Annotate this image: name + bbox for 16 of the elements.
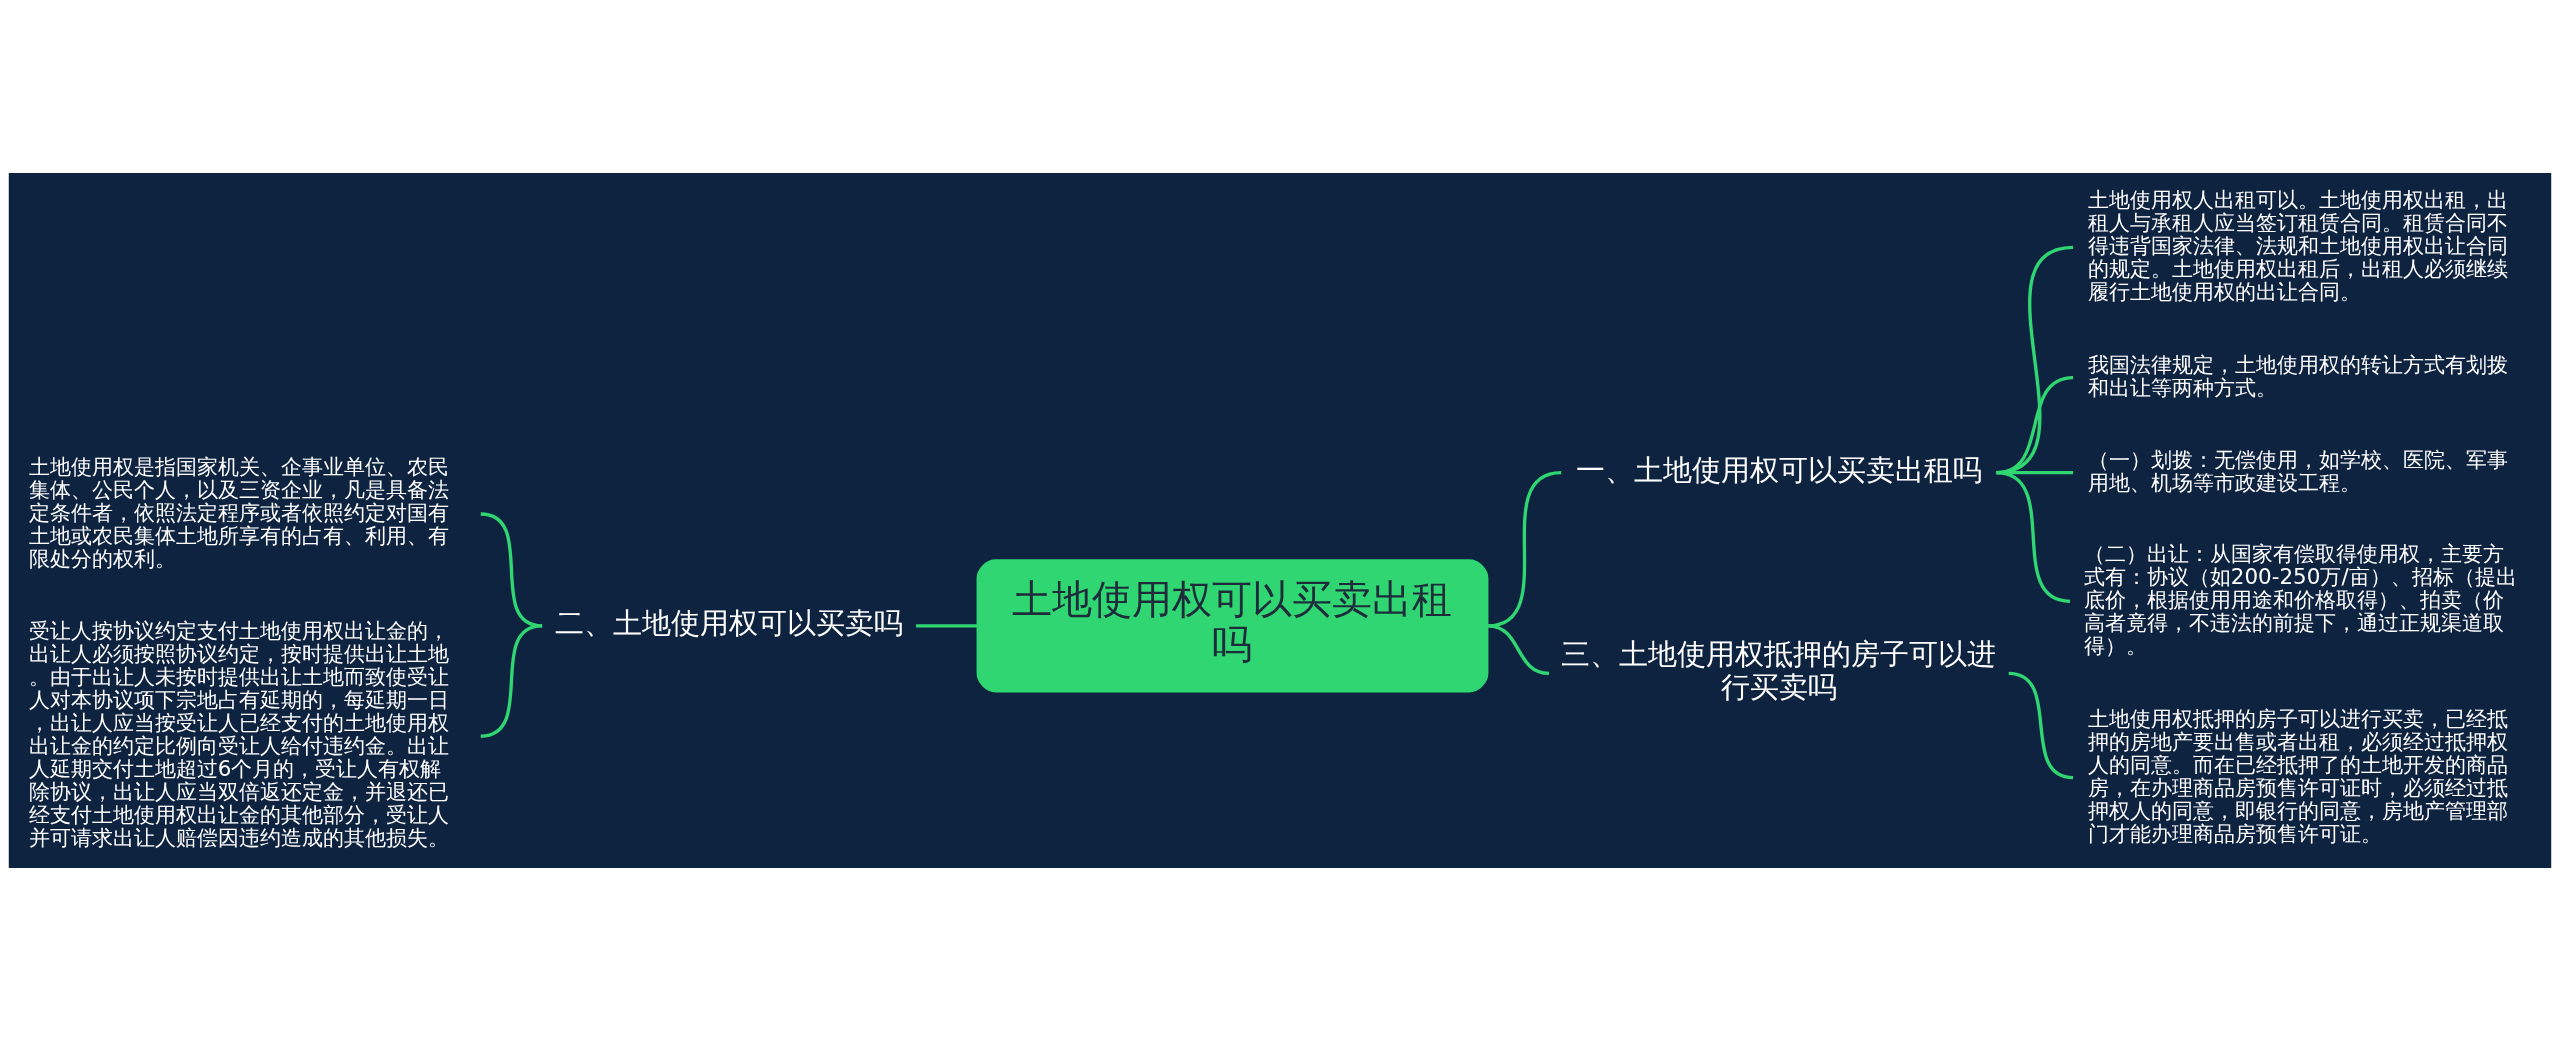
node-text: （二）出让：从国家有偿取得使用权，主要方式有：协议（如200-250万/亩）、招标（提出底价，根据使用用途和价格取得）、拍卖（价高者竟得，不违法的前提下，通过正规渠道取得）。 [2083,541,2517,658]
node-text: （一）划拨：无偿使用，如学校、医院、军事用地、机场等市政建设工程。 [2088,446,2509,495]
connector [1996,470,2071,603]
node-text: 受让人按协议约定支付土地使用权出让金的，出让人必须按照协议约定，按时提供出让土地。由于出让人未按时提供出让土地而致使受让人对本协议项下宗地占有延期的，每延期一日，出让人应当按受让人已经支付的土地使用权出让金的约定比例向受让人给付违约金。出让人延期交付土地超过6个月的，受让人有权解除协议，出让人应当双倍返还定金，并退还已经支付土地使用权出让金的其他部分，受让人并可请求出让人赔偿因违约造成的其他损失。 [28,618,449,851]
connector [2008,671,2074,780]
node-box: 土地使用权可以买卖出租吗 [976,559,1489,693]
node-text: 土地使用权人出租可以。土地使用权出租，出租人与承租人应当签订租赁合同。租赁合同不得违背国家法律、法规和土地使用权出让合同的规定。土地使用权出租后，出租人必须继续履行土地使用权的出让合同。 [2088,187,2509,304]
node-text: 土地使用权是指国家机关、企事业单位、农民集体、公民个人，以及三资企业，凡是具备法定条件者，依照法定程序或者依照约定对国有土地或农民集体土地所享有的占有、利用、有限处分的权利。 [28,453,449,571]
node-text: 二、土地使用权可以买卖吗 [555,606,904,641]
connector [1487,624,1550,676]
node-text: 三、土地使用权抵押的房子可以进行买卖吗 [1561,637,1997,704]
node-text: 一、土地使用权可以买卖出租吗 [1575,452,1982,487]
node-text: 我国法律规定，土地使用权的转让方式有划拨和出让等两种方式。 [2088,351,2509,400]
node-text: 土地使用权抵押的房子可以进行买卖，已经抵押的房地产要出售或者出租，必须经过抵押权人的同意。而在已经抵押了的土地开发的商品房，在办理商品房预售许可证时，必须经过抵押权人的同意，即银行的同意，房地产管理部门才能办理商品房预售许可证。 [2088,705,2509,846]
connector [480,624,543,738]
connector [916,624,978,628]
